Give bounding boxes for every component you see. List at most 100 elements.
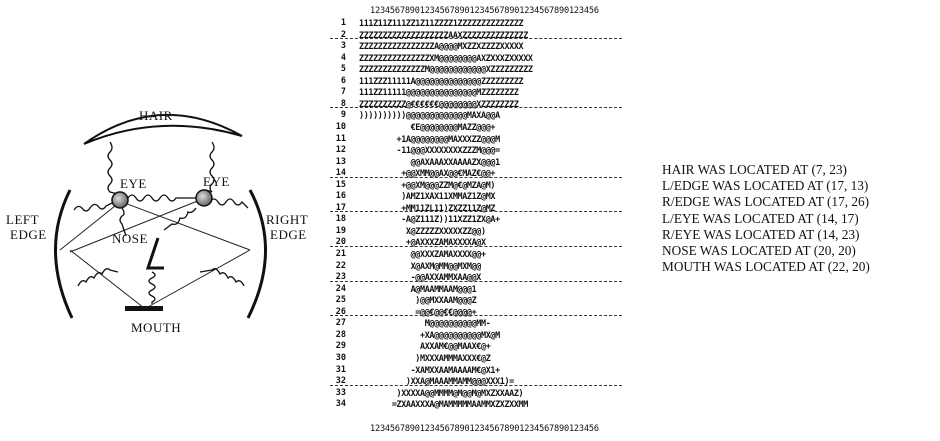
right-edge-shape: [246, 189, 267, 319]
row-number: 9: [340, 110, 346, 121]
row-rule-line: [330, 107, 622, 109]
location-results: HAIR WAS LOCATED AT (7, 23)L/EDGE WAS LO…: [662, 162, 932, 275]
row-characters: )XXA@MAAAMMAMM@@@XXX1)=: [359, 376, 514, 387]
row-characters: -@@AXXAMMXAA@@X: [359, 272, 482, 283]
row-number: 1: [340, 18, 346, 28]
row-characters: +XA@@@@@@@@@@MX@M: [359, 329, 500, 340]
printout-row: 17 +MM11ZL11)ZXZZ11Z@MZ: [330, 203, 630, 215]
result-line: HAIR WAS LOCATED AT (7, 23): [662, 162, 847, 177]
row-number: 24: [335, 283, 346, 294]
row-number: 32: [335, 376, 346, 387]
printout-row: 33 )XXXXA@@MMMM@M@@M@MXZXXAAZ): [330, 388, 630, 400]
row-characters: ZZZZZZZZZZZZZZZZA@@@@MXZZXZZZZXXXXX: [359, 41, 524, 52]
nose-shape: [145, 237, 164, 270]
row-number: 2: [340, 29, 346, 40]
printout-row: 2 ZZZZZZZZZZZZZZZZZZZAAXZZZZZZZZZZZZZZ: [330, 30, 630, 42]
row-characters: +@AXXXZAMAXXXXA@X: [359, 237, 486, 248]
row-characters: =ZXAAXXXA@MAMMMMMAAMMXZXZXXMM: [359, 399, 528, 410]
row-characters: @@XXXZAMAXXXX@@+: [359, 249, 486, 259]
row-characters: 111ZZZ11111A@@@@@@@@@@@@@@ZZZZZZZZZ: [359, 75, 524, 86]
row-number: 25: [335, 295, 346, 306]
hair-label: HAIR: [139, 108, 173, 123]
printout-row: 31 -XAMXXAAMAAAAM€@X1+: [330, 365, 630, 377]
printout-row: 10 €E@@@@@@@@MAZZ@@@+: [330, 122, 630, 134]
row-number: 15: [335, 179, 346, 190]
row-rule-line: [330, 176, 622, 178]
printout-row: 16 )AMZ1XAX11XMMAZ1Z@MX: [330, 191, 630, 203]
printout-row: 18 -A@Z111Z))11XZZ1ZX@A+: [330, 214, 630, 226]
printout-row: 29 AXXAM€@@MAAX€@+: [330, 341, 630, 353]
row-characters: ZZZZZZZZZZZZZZM@@@@@@@@@@@@XZZZZZZZZZ: [359, 64, 533, 75]
column-ruler-top: 1234567890123456789012345678901234567890…: [370, 6, 599, 16]
row-characters: AXXAM€@@MAAX€@+: [359, 341, 491, 352]
mouth-label: MOUTH: [131, 320, 182, 335]
row-number: 33: [335, 387, 346, 398]
printout-row: 1 111Z11Z111ZZ1Z11ZZZZ1ZZZZZZZZZZZZZZ: [330, 18, 630, 30]
row-characters: +1A@@@@@@@@MAXXXZZ@@@M: [359, 133, 501, 144]
row-characters: =@@€@@€€@@@@+: [359, 306, 477, 317]
result-line: L/EDGE WAS LOCATED AT (17, 13): [662, 178, 869, 194]
row-number: 6: [340, 75, 346, 86]
row-number: 22: [335, 260, 346, 271]
row-characters: ZZZZZZZZZZ@€€€€€€@@@@@@@@XZZZZZZZZ: [359, 98, 519, 109]
row-rule-line: [330, 245, 622, 247]
row-number: 19: [335, 225, 346, 236]
left-edge-shape: [54, 189, 74, 319]
row-number: 4: [340, 52, 346, 63]
left-eye-label: EYE: [120, 176, 147, 191]
row-number: 10: [335, 121, 346, 132]
row-number: 13: [335, 156, 346, 167]
row-rule-line: [330, 280, 622, 282]
row-number: 34: [335, 399, 346, 410]
printout-row: 12 -11@@@XXXXXXXXZZZM@@@=: [330, 145, 630, 157]
row-characters: +@@XMM@@AX@@€MAZ€@@+: [359, 168, 496, 179]
row-characters: X@ZZZZZXXXXXZZ@@): [359, 225, 486, 236]
hair-shape: [83, 113, 243, 145]
row-number: 17: [335, 202, 346, 213]
row-characters: +MM11ZL11)ZXZZ11Z@MZ: [359, 202, 496, 213]
row-number: 26: [335, 306, 346, 317]
result-line: NOSE WAS LOCATED AT (20, 20): [662, 243, 856, 259]
row-number: 28: [335, 329, 346, 340]
printout-row: 6 111ZZZ11111A@@@@@@@@@@@@@@ZZZZZZZZZ: [330, 76, 630, 88]
face-spring-diagram: HAIR EYE EYE LEFT EDGE RIGHT EDGE NOSE M…: [0, 90, 318, 350]
column-ruler-bottom: 1234567890123456789012345678901234567890…: [370, 424, 599, 434]
row-number: 11: [335, 133, 346, 144]
left-eye-shape: [111, 191, 129, 209]
printout-row: 27 M@@@@@@@@@@MM-: [330, 318, 630, 330]
row-rule-line: [330, 315, 622, 317]
right-edge-label-1: RIGHT: [266, 212, 309, 227]
row-number: 3: [340, 41, 346, 52]
row-characters: ZZZZZZZZZZZZZZZZZZZAAXZZZZZZZZZZZZZZ: [359, 29, 528, 40]
row-characters: )XXXXA@@MMMM@M@@M@MXZXXAAZ): [359, 387, 524, 398]
row-number: 12: [335, 145, 346, 156]
mouth-shape: [125, 306, 163, 311]
row-number: 7: [340, 87, 346, 98]
printout-row: 13 @@AXAAAXXAAAAZX@@@1: [330, 157, 630, 169]
row-number: 29: [335, 341, 346, 352]
left-edge-label-2: EDGE: [10, 227, 47, 242]
row-rule-line: [330, 384, 622, 386]
printout-row: 19 X@ZZZZZXXXXXZZ@@): [330, 226, 630, 238]
row-number: 18: [335, 214, 346, 225]
printout-row: 21 @@XXXZAMAXXXX@@+: [330, 249, 630, 261]
row-characters: )@@MXXAAM@@@Z: [359, 295, 477, 306]
printout-row: 14 +@@XMM@@AX@@€MAZ€@@+: [330, 168, 630, 180]
spring-model-drawing: [54, 113, 267, 319]
row-characters: 111Z11Z111ZZ1Z11ZZZZ1ZZZZZZZZZZZZZZ: [359, 18, 524, 28]
row-rule-line: [330, 211, 622, 213]
result-line: MOUTH WAS LOCATED AT (22, 20): [662, 259, 870, 275]
printout-row: 30 )MXXXAMMMAXXX€@Z: [330, 353, 630, 365]
row-characters: -XAMXXAAMAAAAM€@X1+: [359, 364, 501, 375]
printout-row: 15 +@@XM@@@ZZM@€@MZA@M): [330, 180, 630, 192]
result-line: R/EDGE WAS LOCATED AT (17, 26): [662, 194, 870, 210]
printout-row: 23 -@@AXXAMMXAA@@X: [330, 272, 630, 284]
printout-row: 26 =@@€@@€€@@@@+: [330, 307, 630, 319]
row-characters: )MXXXAMMMAXXX€@Z: [359, 352, 491, 363]
row-characters: A@MAAMMAAM@@@1: [359, 283, 477, 294]
row-characters: +@@XM@@@ZZM@€@MZA@M): [359, 179, 496, 190]
left-edge-label-1: LEFT: [6, 212, 40, 227]
